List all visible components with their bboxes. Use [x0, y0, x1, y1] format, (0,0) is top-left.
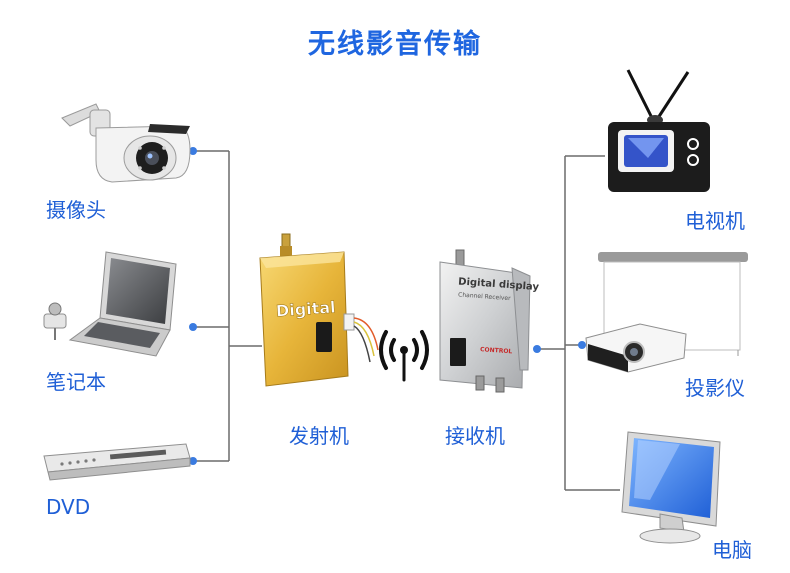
- transmitter-device-text: Digital: [275, 298, 336, 321]
- output-label-tv: 电视机: [685, 209, 745, 233]
- connector-dot-receiver: [533, 345, 541, 353]
- transmitter-label: 发射机: [289, 424, 349, 448]
- receiver-label: 接收机: [445, 424, 505, 448]
- left-connectors: [193, 150, 262, 462]
- diagram-title: 无线影音传输: [308, 29, 482, 60]
- wireless-signal-icon: [379, 330, 429, 382]
- source-label-dvd: DVD: [46, 495, 91, 519]
- security-camera-icon: [61, 103, 191, 183]
- connector-dot-laptop: [189, 323, 197, 331]
- receiver-sub-text: Channel Receiver: [458, 291, 511, 302]
- television-icon: [608, 69, 710, 192]
- output-label-computer: 电脑: [712, 538, 752, 562]
- computer-monitor-icon: [621, 431, 721, 544]
- dvd-player-icon: [43, 443, 191, 481]
- transmitter-device-icon: Digital: [259, 233, 379, 387]
- connector-dot-dvd: [189, 457, 197, 465]
- source-label-camera: 摄像头: [46, 198, 106, 222]
- right-connectors: [537, 155, 620, 491]
- output-label-projector: 投影仪: [685, 376, 745, 400]
- laptop-icon: [43, 251, 177, 357]
- receiver-control-text: CONTROL: [480, 346, 513, 355]
- receiver-device-icon: Digital display Channel Receiver CONTROL: [439, 249, 540, 393]
- projector-icon: [585, 252, 748, 373]
- connector-dot-projector: [578, 341, 586, 349]
- connector-dot-camera: [189, 147, 197, 155]
- source-label-laptop: 笔记本: [46, 370, 106, 394]
